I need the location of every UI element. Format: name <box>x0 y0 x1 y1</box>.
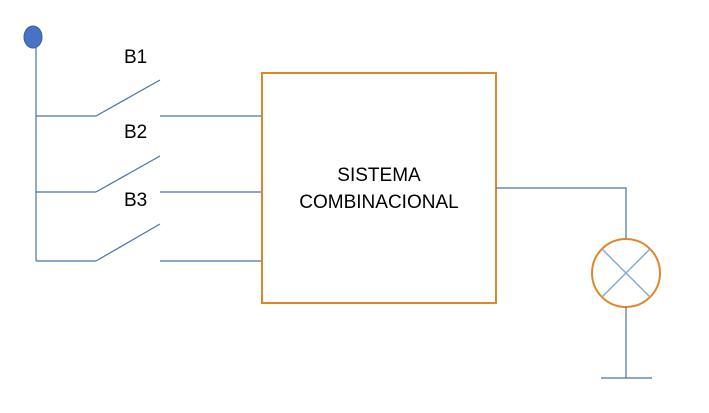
switch-b1-lever <box>95 79 161 117</box>
output-wire <box>496 187 627 240</box>
lamp-icon <box>591 238 661 308</box>
switch-b2-label: B2 <box>124 122 147 143</box>
combinational-system-block <box>261 72 497 304</box>
switch-b2: B2 <box>36 122 262 193</box>
switch-b2-lever <box>95 155 161 193</box>
switch-b1: B1 <box>36 47 262 117</box>
lamp-cross-b <box>601 248 651 298</box>
supply-terminal-icon <box>23 25 43 49</box>
block-title-line1: SISTEMA <box>337 165 421 186</box>
switch-b3-label: B3 <box>124 190 147 211</box>
switch-b3-lever <box>95 223 161 262</box>
switch-b3: B3 <box>36 190 262 262</box>
block-title-line2: COMBINACIONAL <box>299 192 458 213</box>
switch-b1-label: B1 <box>124 47 147 68</box>
